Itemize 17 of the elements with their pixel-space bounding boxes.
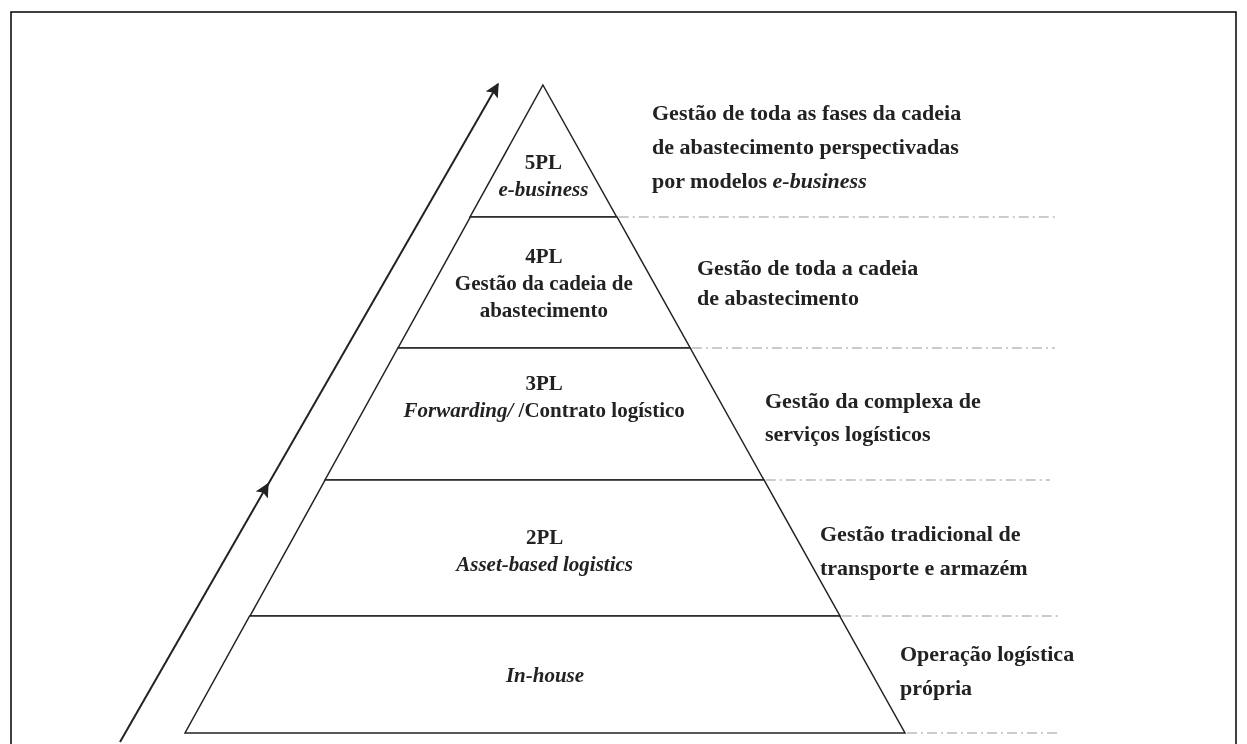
tier-label: 3PL <box>525 370 563 397</box>
tier-label: In-house <box>505 662 585 689</box>
tier-description: Gestão de toda a cadeia de abastecimento <box>697 254 920 312</box>
tier-description: Gestão tradicional de transporte e armazém <box>820 520 1029 582</box>
pyramid-tier <box>396 216 692 349</box>
tier-label: e-business <box>498 176 589 203</box>
tier-description: Operação logística própria <box>900 640 1076 702</box>
pyramid-apex <box>468 84 618 218</box>
tier-label: Forwarding/ /Contrato logístico <box>403 397 685 424</box>
tier-label: 4PL <box>525 243 563 270</box>
tier-description: Gestão da complexa de serviços logísticos <box>765 387 982 448</box>
tier-label: Gestão da cadeia de abastecimento <box>453 270 634 324</box>
pyramid-tier <box>323 347 765 481</box>
tier-label: 2PL <box>525 524 564 551</box>
tier-label: Asset-based logistics <box>456 551 633 578</box>
tier-label: 5PL <box>524 149 563 176</box>
tier-description: Gestão de toda as fases da cadeia de abastecimento perspectivadas por modelos e-business <box>652 99 963 195</box>
